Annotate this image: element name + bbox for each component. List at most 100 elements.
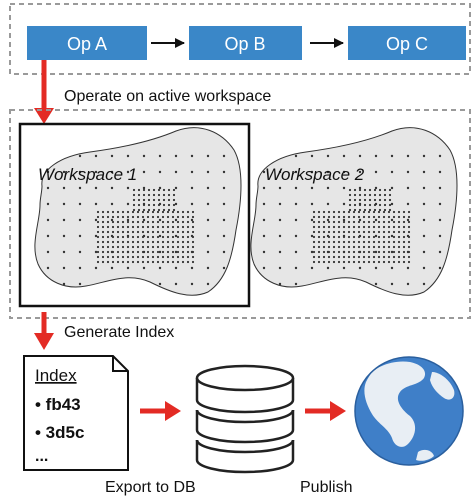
grid-dot <box>357 250 361 254</box>
index-more: ... <box>35 448 48 465</box>
grid-dot <box>206 266 210 270</box>
grid-dot <box>116 255 120 259</box>
grid-dot <box>146 250 150 254</box>
grid-dot <box>337 255 341 259</box>
op-a-box[interactable]: Op A <box>27 26 147 60</box>
grid-dot <box>222 202 226 206</box>
grid-dot <box>327 260 331 264</box>
grid-dot <box>342 170 346 174</box>
grid-dot <box>126 202 130 206</box>
grid-dot <box>156 255 160 259</box>
grid-dot <box>332 260 336 264</box>
grid-dot <box>106 260 110 264</box>
grid-dot <box>392 250 396 254</box>
grid-dot <box>310 234 314 238</box>
grid-dot <box>332 220 336 224</box>
grid-dot <box>126 240 130 244</box>
grid-dot <box>406 282 410 286</box>
grid-dot <box>116 250 120 254</box>
grid-dot <box>348 198 352 202</box>
publish-arrow <box>305 401 346 421</box>
grid-dot <box>377 260 381 264</box>
grid-dot <box>78 202 82 206</box>
grid-dot <box>310 250 314 254</box>
index-document[interactable]: Index • fb43 • 3d5c ... <box>23 355 129 471</box>
grid-dot <box>96 225 100 229</box>
grid-dot <box>126 210 130 214</box>
database-icon[interactable] <box>195 364 295 474</box>
grid-dot <box>294 154 298 158</box>
grid-dot <box>377 220 381 224</box>
grid-dot <box>337 240 341 244</box>
grid-dot <box>322 250 326 254</box>
grid-dot <box>156 245 160 249</box>
grid-dot <box>161 210 165 214</box>
grid-dot <box>322 260 326 264</box>
workspace-1-frame[interactable] <box>18 122 251 308</box>
grid-dot <box>136 250 140 254</box>
grid-dot <box>110 218 114 222</box>
grid-dot <box>106 235 110 239</box>
grid-dot <box>377 245 381 249</box>
grid-dot <box>171 260 175 264</box>
grid-dot <box>176 240 180 244</box>
grid-dot <box>326 202 330 206</box>
grid-dot <box>372 235 376 239</box>
grid-dot <box>116 240 120 244</box>
grid-dot <box>347 225 351 229</box>
grid-dot <box>373 193 377 197</box>
grid-dot <box>94 218 98 222</box>
grid-dot <box>181 260 185 264</box>
grid-dot <box>171 240 175 244</box>
grid-dot <box>278 202 282 206</box>
grid-dot <box>317 235 321 239</box>
grid-dot <box>176 260 180 264</box>
op-c-box[interactable]: Op C <box>348 26 466 60</box>
grid-dot <box>397 240 401 244</box>
op-c-label: Op C <box>386 34 428 54</box>
grid-dot <box>397 210 401 214</box>
grid-dot <box>94 170 98 174</box>
grid-dot <box>174 186 178 190</box>
grid-dot <box>387 230 391 234</box>
grid-dot <box>327 235 331 239</box>
grid-dot <box>191 245 195 249</box>
grid-dot <box>167 203 171 207</box>
grid-dot <box>402 230 406 234</box>
grid-dot <box>152 203 156 207</box>
grid-dot <box>46 218 50 222</box>
grid-dot <box>181 235 185 239</box>
workspaces-container <box>9 109 471 319</box>
op-b-box[interactable]: Op B <box>189 26 302 60</box>
grid-dot <box>392 245 396 249</box>
grid-dot <box>222 234 226 238</box>
grid-dot <box>186 240 190 244</box>
grid-dot <box>294 266 298 270</box>
grid-dot <box>347 230 351 234</box>
grid-dot <box>121 240 125 244</box>
grid-dot <box>131 225 135 229</box>
grid-dot <box>137 193 141 197</box>
grid-dot <box>332 210 336 214</box>
grid-dot <box>327 210 331 214</box>
grid-dot <box>294 218 298 222</box>
grid-dot <box>312 245 316 249</box>
grid-dot <box>397 220 401 224</box>
grid-dot <box>166 215 170 219</box>
grid-dot <box>116 215 120 219</box>
export-caption: Export to DB <box>105 479 196 496</box>
grid-dot <box>407 235 411 239</box>
grid-dot <box>146 225 150 229</box>
grid-dot <box>438 218 442 222</box>
grid-dot <box>262 266 266 270</box>
grid-dot <box>111 230 115 234</box>
grid-dot <box>162 188 166 192</box>
grid-dot <box>392 215 396 219</box>
grid-dot <box>101 210 105 214</box>
grid-dot <box>322 230 326 234</box>
grid-dot <box>166 220 170 224</box>
grid-dot <box>332 225 336 229</box>
globe-icon[interactable] <box>354 356 464 466</box>
grid-dot <box>191 240 195 244</box>
grid-dot <box>222 186 226 190</box>
